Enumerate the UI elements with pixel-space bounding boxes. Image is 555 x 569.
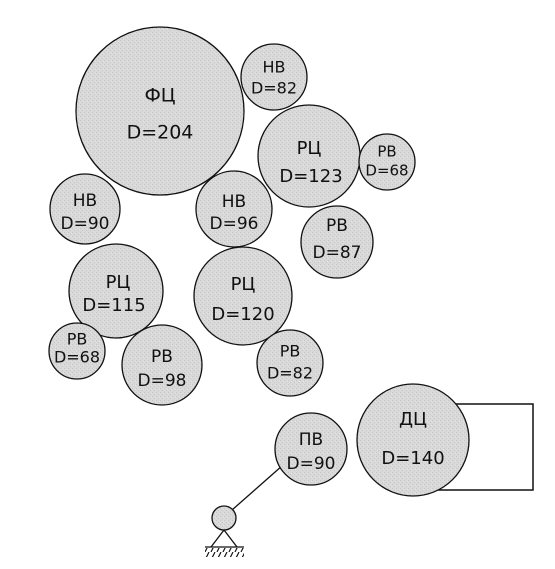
node-rv1-diameter: D=68: [365, 162, 408, 180]
node-pv-circle: [274, 412, 348, 486]
node-rv5: РВ D=82: [256, 329, 324, 397]
node-rv2-circle: [300, 205, 374, 279]
node-rc1: РЦ D=123: [257, 104, 361, 208]
node-rv2-type: РВ: [326, 216, 348, 236]
node-dc: ДЦ D=140: [356, 383, 470, 497]
pivot-support: [205, 505, 244, 557]
node-rc3: РЦ D=120: [193, 246, 293, 346]
node-nv3-type: НВ: [222, 192, 246, 212]
node-rv4-type: РВ: [151, 347, 173, 367]
node-rv1: РВ D=68: [358, 133, 416, 191]
node-nv1-type: НВ: [262, 58, 285, 77]
node-fc-circle: [75, 26, 245, 196]
node-nv3: НВ D=96: [195, 170, 273, 248]
node-rv3: РВ D=68: [48, 322, 106, 380]
ground-hatch: [205, 548, 244, 557]
node-nv3-circle: [195, 170, 273, 248]
node-rv3-diameter: D=68: [54, 348, 100, 367]
node-rv3-circle: [48, 322, 106, 380]
node-nv1-circle: [240, 43, 308, 111]
node-rv3-type: РВ: [67, 330, 88, 349]
node-pv-diameter: D=90: [287, 454, 336, 474]
node-dc-type: ДЦ: [399, 409, 427, 430]
node-nv1: НВ D=82: [240, 43, 308, 111]
node-nv2-type: НВ: [73, 191, 97, 211]
node-nv2-diameter: D=90: [61, 214, 110, 234]
node-rv5-circle: [256, 329, 324, 397]
node-nv3-diameter: D=96: [210, 214, 259, 234]
node-nv1-diameter: D=82: [251, 79, 297, 98]
node-rc3-type: РЦ: [231, 274, 256, 295]
node-rc2-circle: [68, 243, 164, 339]
node-rc1-diameter: D=123: [279, 166, 342, 187]
node-rc2-diameter: D=115: [82, 295, 145, 316]
pivot-leg-left: [210, 529, 225, 548]
pivot-leg-right: [223, 529, 238, 548]
node-pv: ПВ D=90: [274, 412, 348, 486]
node-rv2-diameter: D=87: [313, 243, 362, 263]
node-rv1-circle: [358, 133, 416, 191]
node-rv4: РВ D=98: [121, 324, 203, 406]
node-fc-type: ФЦ: [144, 85, 175, 107]
node-rc2: РЦ D=115: [68, 243, 164, 339]
node-rv5-type: РВ: [280, 342, 301, 361]
pivot-joint: [211, 505, 237, 531]
node-dc-circle: [356, 383, 470, 497]
node-rv1-type: РВ: [377, 143, 396, 161]
node-fc: ФЦ D=204: [75, 26, 245, 196]
node-dc-diameter: D=140: [381, 448, 444, 469]
node-fc-diameter: D=204: [127, 122, 194, 144]
node-rv4-diameter: D=98: [138, 371, 187, 391]
node-rv4-circle: [121, 324, 203, 406]
node-pv-type: ПВ: [299, 430, 323, 450]
node-nv2: НВ D=90: [49, 173, 121, 245]
node-rc2-type: РЦ: [106, 272, 131, 293]
node-nv2-circle: [49, 173, 121, 245]
node-rv2: РВ D=87: [300, 205, 374, 279]
node-rv5-diameter: D=82: [267, 364, 313, 383]
node-rc3-diameter: D=120: [211, 304, 274, 325]
node-rc1-type: РЦ: [297, 138, 322, 159]
node-rc3-circle: [193, 246, 293, 346]
